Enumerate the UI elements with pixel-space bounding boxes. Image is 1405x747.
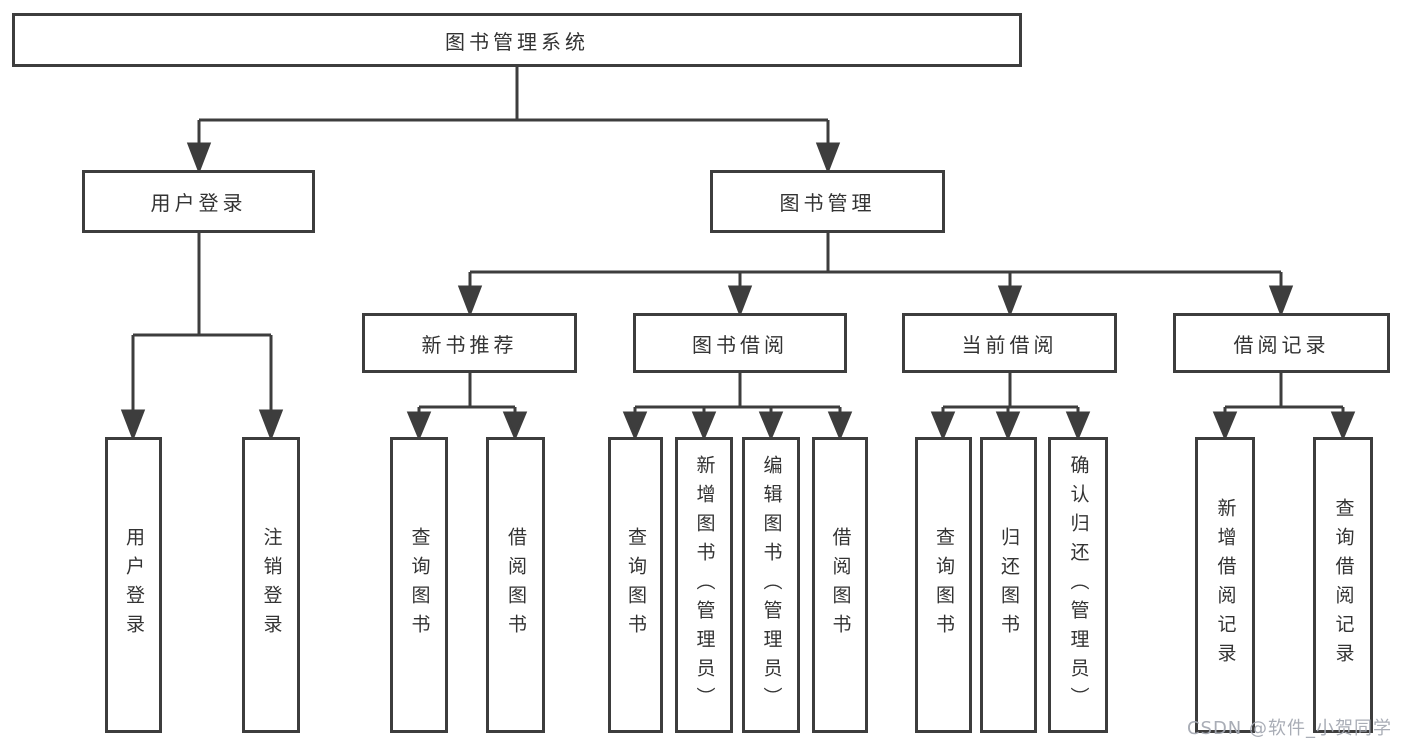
- node-label: 借阅图书: [505, 527, 527, 643]
- node-label: 图书管理系统: [445, 29, 589, 54]
- arrowhead: [1330, 411, 1356, 441]
- node-root: 图书管理系统: [12, 13, 1022, 67]
- node-label: 查询图书: [933, 527, 955, 643]
- arrowhead: [186, 142, 212, 175]
- node-borrow-records: 借阅记录: [1173, 313, 1390, 373]
- leaf-borrow-edit-book-admin: 编辑图书（管理员）: [742, 437, 800, 733]
- node-label: 借阅记录: [1233, 332, 1330, 357]
- arrowhead: [258, 409, 284, 442]
- arrowhead: [930, 411, 956, 441]
- leaf-logout-login: 注销登录: [242, 437, 300, 733]
- leaf-current-query-book: 查询图书: [915, 437, 972, 733]
- arrowhead: [457, 285, 483, 318]
- leaf-current-return-book: 归还图书: [980, 437, 1037, 733]
- arrowhead: [406, 411, 432, 441]
- leaf-newrec-query-book: 查询图书: [390, 437, 448, 733]
- node-label: 新书推荐: [421, 332, 518, 357]
- node-label: 注销登录: [260, 527, 283, 643]
- arrowhead: [622, 411, 648, 441]
- node-user-login: 用户登录: [82, 170, 315, 233]
- node-label: 借阅图书: [829, 527, 852, 643]
- branch-borrow-records: [1212, 373, 1356, 441]
- node-label: 图书借阅: [692, 332, 788, 357]
- arrowhead: [1065, 411, 1091, 441]
- node-current-borrow: 当前借阅: [902, 313, 1117, 373]
- node-label: 图书管理: [779, 191, 876, 215]
- leaf-current-confirm-return-admin: 确认归还（管理员）: [1048, 437, 1108, 733]
- watermark: CSDN @软件_小贺同学: [1186, 718, 1392, 739]
- node-label: 查询图书: [408, 527, 431, 643]
- arrowhead: [691, 411, 717, 441]
- arrowhead: [815, 142, 841, 175]
- node-label: 归还图书: [998, 527, 1020, 643]
- node-label: 编辑图书（管理员）: [760, 454, 783, 716]
- arrowhead: [827, 411, 853, 441]
- branch-current-borrow: [930, 373, 1091, 441]
- leaf-records-add-record: 新增借阅记录: [1195, 437, 1255, 733]
- node-label: 新增借阅记录: [1214, 498, 1237, 672]
- branch-book-management: [457, 233, 1294, 318]
- node-book-management: 图书管理: [710, 170, 945, 233]
- leaf-records-query-record: 查询借阅记录: [1313, 437, 1373, 733]
- node-label: 查询图书: [625, 527, 647, 643]
- node-label: 确认归还（管理员）: [1067, 454, 1090, 716]
- branch-root: [186, 67, 841, 175]
- arrowhead: [502, 411, 528, 441]
- leaf-borrow-borrow-book: 借阅图书: [812, 437, 868, 733]
- node-label: 查询借阅记录: [1332, 498, 1355, 672]
- leaf-borrow-add-book-admin: 新增图书（管理员）: [675, 437, 733, 733]
- arrowhead: [1212, 411, 1238, 441]
- arrowhead: [995, 411, 1021, 441]
- node-label: 用户登录: [150, 191, 247, 215]
- branch-user-login: [120, 233, 284, 442]
- node-label: 新增图书（管理员）: [693, 454, 716, 716]
- arrowhead: [758, 411, 784, 441]
- leaf-borrow-query-book: 查询图书: [608, 437, 663, 733]
- node-label: 用户登录: [123, 527, 145, 643]
- branch-book-borrow: [622, 373, 853, 441]
- node-new-book-recommend: 新书推荐: [362, 313, 577, 373]
- branch-new-book-recommend: [406, 373, 528, 441]
- node-book-borrow: 图书借阅: [633, 313, 847, 373]
- node-label: 当前借阅: [961, 332, 1058, 357]
- leaf-newrec-borrow-book: 借阅图书: [486, 437, 545, 733]
- arrowhead: [1268, 285, 1294, 318]
- leaf-user-login: 用户登录: [105, 437, 162, 733]
- arrowhead: [120, 409, 146, 442]
- arrowhead: [997, 285, 1023, 318]
- arrowhead: [727, 285, 753, 318]
